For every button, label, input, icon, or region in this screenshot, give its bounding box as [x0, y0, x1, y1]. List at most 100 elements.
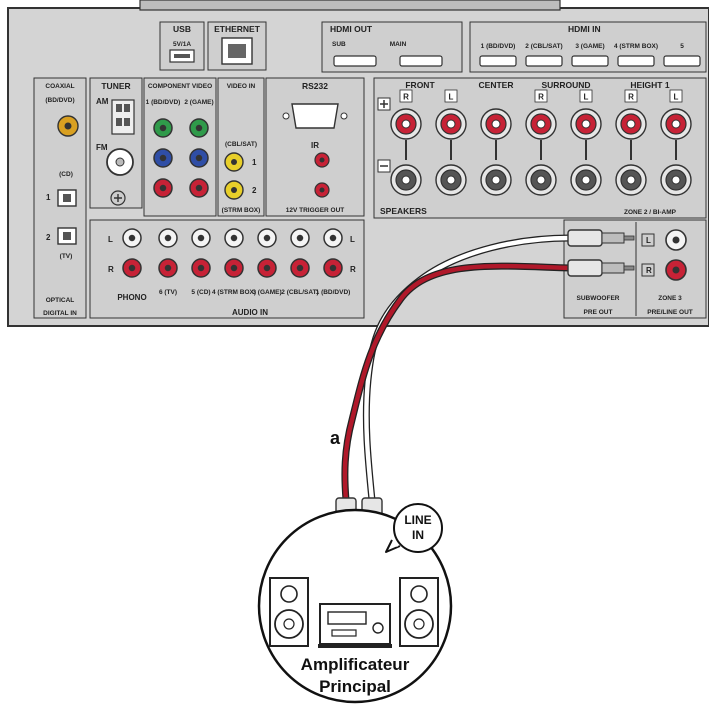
usb-sublabel: 5V/1A: [173, 41, 191, 48]
audio-in-r-jack[interactable]: [122, 258, 142, 278]
audio-in-l-jack[interactable]: [323, 228, 343, 248]
cable-label: a: [330, 428, 341, 448]
zone3-label: ZONE 3: [658, 295, 682, 302]
hdmi-in-label: HDMI IN: [568, 24, 601, 34]
audio-in-l-jack[interactable]: [158, 228, 178, 248]
zone2-label: ZONE 2 / BI-AMP: [624, 209, 677, 216]
receiver-back-panel: USB 5V/1A ETHERNET HDMI OUT SUB MAIN HDM…: [0, 0, 709, 330]
audio-in-r-jack[interactable]: [290, 258, 310, 278]
zone3-r-marker: R: [646, 266, 652, 275]
component-jacks: [153, 118, 209, 198]
audio-in-r-jack[interactable]: [191, 258, 211, 278]
component-jack[interactable]: [189, 148, 209, 168]
audio-in-r-jack[interactable]: [224, 258, 244, 278]
speaker-terminal-positive[interactable]: [525, 108, 557, 140]
trigger-label: 12V TRIGGER OUT: [286, 207, 345, 214]
speaker-terminal-positive[interactable]: [480, 108, 512, 140]
audio-in-r-jack[interactable]: [323, 258, 343, 278]
speaker-terminal-positive[interactable]: [570, 108, 602, 140]
ethernet-label: ETHERNET: [214, 24, 261, 34]
hdmi-in-port[interactable]: [663, 55, 701, 67]
hdmi-in-port[interactable]: [479, 55, 517, 67]
amp-label-2: Principal: [319, 677, 391, 696]
line-in-label-1: LINE: [404, 513, 431, 527]
amplifier-unit-icon: [318, 603, 392, 648]
speaker-terminal-negative[interactable]: [525, 164, 557, 196]
digital-in-section: COAXIAL (BD/DVD) (CD) 1 2 (TV) OPTICAL D…: [33, 77, 87, 319]
speaker-terminal-negative[interactable]: [660, 164, 692, 196]
component-jack[interactable]: [189, 178, 209, 198]
speaker-terminal-negative[interactable]: [435, 164, 467, 196]
speaker-terminal-negative[interactable]: [570, 164, 602, 196]
hdmi-in-port-label: 5: [680, 43, 684, 50]
line-in-bubble: LINE IN: [385, 503, 443, 553]
optical-tv-label: (TV): [60, 253, 73, 260]
audio-in-l-jack[interactable]: [257, 228, 277, 248]
pre-line-out-label: PRE/LINE OUT: [647, 309, 693, 316]
panel-top-lip: [139, 0, 561, 11]
audio-in-l-jack[interactable]: [290, 228, 310, 248]
component-jack[interactable]: [153, 178, 173, 198]
hdmi-in-port[interactable]: [525, 55, 563, 67]
phono-label: PHONO: [117, 293, 146, 302]
speaker-channel-marker: R: [628, 93, 634, 102]
speaker-terminal-negative[interactable]: [480, 164, 512, 196]
fm-label: FM: [96, 143, 108, 152]
audio-in-col-label: 5 (CD): [191, 289, 210, 296]
hdmi-in-port[interactable]: [571, 55, 609, 67]
video-in-1-number: 1: [252, 158, 257, 167]
speaker-terminal-positive[interactable]: [660, 108, 692, 140]
optical-2-number: 2: [46, 233, 51, 242]
optical-cd-label: (CD): [59, 171, 73, 178]
audio-l-label: L: [108, 235, 113, 244]
video-in-section: VIDEO IN (CBL/SAT) 1 2 (STRM BOX): [217, 77, 265, 217]
right-speaker-icon: [399, 577, 439, 647]
speaker-terminal-positive[interactable]: [390, 108, 422, 140]
speaker-channel-marker: L: [584, 93, 589, 102]
am-label: AM: [96, 97, 109, 106]
hdmi-out-main-label: MAIN: [390, 41, 407, 48]
hdmi-out-sub-port[interactable]: [333, 55, 377, 67]
front-label: FRONT: [405, 80, 435, 90]
hdmi-in-port[interactable]: [617, 55, 655, 67]
am-terminal[interactable]: [111, 99, 135, 135]
audio-r-label-right: R: [350, 265, 356, 274]
tuner-label: TUNER: [101, 81, 130, 91]
audio-in-r-jack[interactable]: [158, 258, 178, 278]
audio-jacks: 6 (TV)5 (CD)4 (STRM BOX)3 (GAME)2 (CBL/S…: [122, 228, 350, 296]
ir-label: IR: [311, 141, 319, 150]
component-jack[interactable]: [153, 148, 173, 168]
audio-in-l-jack[interactable]: [224, 228, 244, 248]
main-amplifier: Amplificateur Principal: [257, 508, 453, 704]
speaker-channel-marker: L: [449, 93, 454, 102]
speaker-terminal-negative[interactable]: [615, 164, 647, 196]
rs232-port[interactable]: [291, 103, 339, 129]
speaker-channel-marker: R: [403, 93, 409, 102]
usb-section: USB 5V/1A: [159, 21, 205, 71]
speakers-label: SPEAKERS: [380, 206, 427, 216]
audio-in-l-jack[interactable]: [191, 228, 211, 248]
video-in-2-number: 2: [252, 186, 257, 195]
component-jack[interactable]: [153, 118, 173, 138]
video-strm-label: (STRM BOX): [222, 207, 261, 214]
rs232-label: RS232: [302, 81, 328, 91]
pre-out-label: PRE OUT: [584, 309, 613, 316]
speaker-terminal-positive[interactable]: [615, 108, 647, 140]
speaker-terminal-negative[interactable]: [390, 164, 422, 196]
speaker-terminal-positive[interactable]: [435, 108, 467, 140]
audio-in-col-label: 2 (CBL/SAT): [281, 289, 318, 296]
white-plug-top: [567, 229, 635, 247]
component-label: COMPONENT VIDEO: [148, 83, 212, 90]
coaxial-bd-label: (BD/DVD): [45, 97, 74, 104]
video-in-label: VIDEO IN: [227, 83, 256, 90]
hdmi-in-port-label: 1 (BD/DVD): [481, 43, 516, 50]
audio-in-r-jack[interactable]: [257, 258, 277, 278]
optical-1-number: 1: [46, 193, 51, 202]
hdmi-out-main-port[interactable]: [399, 55, 443, 67]
optical-label: OPTICAL: [46, 297, 75, 304]
audio-in-l-jack[interactable]: [122, 228, 142, 248]
hdmi-out-label: HDMI OUT: [330, 24, 373, 34]
component-jack[interactable]: [189, 118, 209, 138]
red-plug-top: [567, 259, 635, 277]
